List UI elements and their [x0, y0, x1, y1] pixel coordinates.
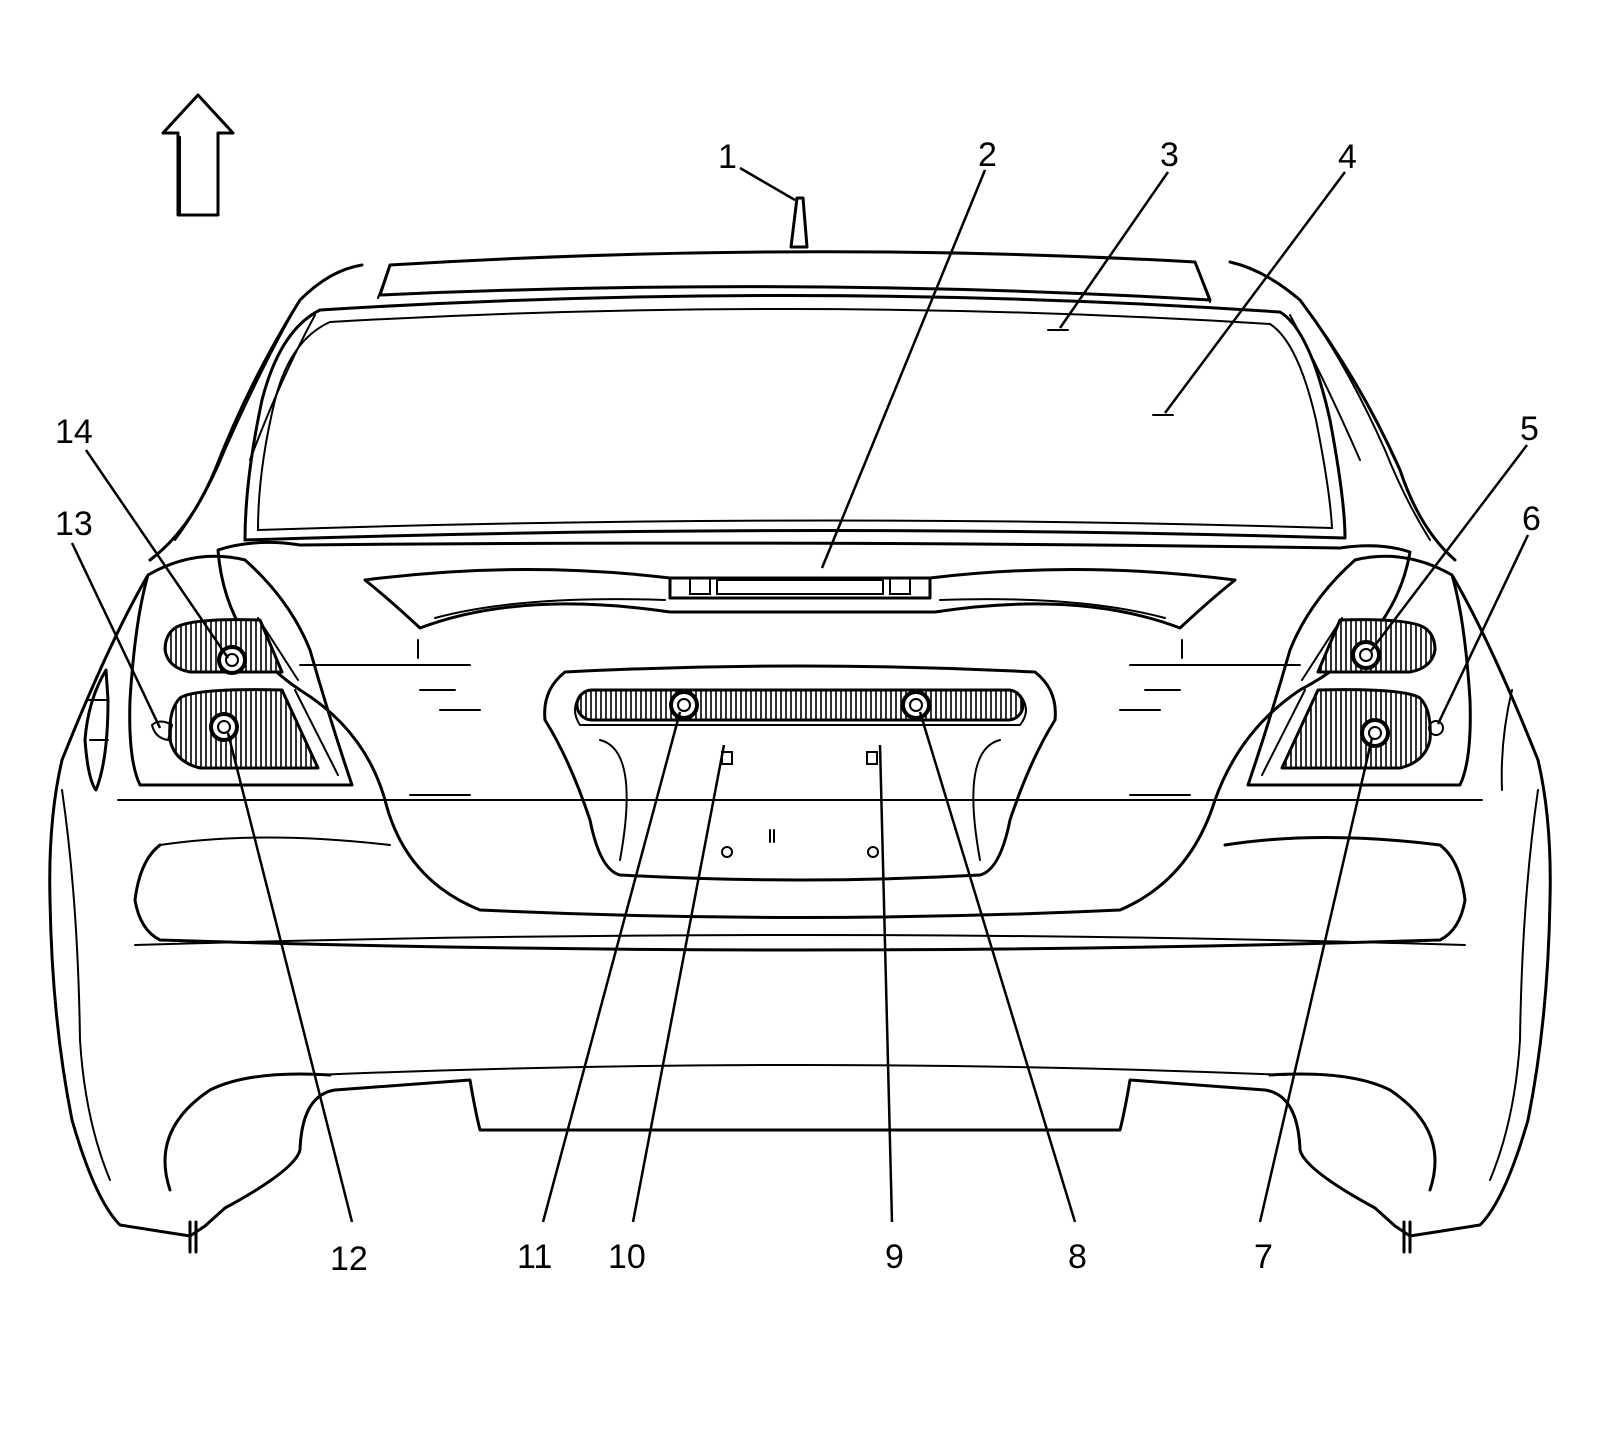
right-side-marker: [1428, 720, 1444, 736]
spoiler-right-inner: [939, 598, 1166, 619]
high-mount-stop-lamp: [668, 576, 932, 600]
leader-8: [918, 711, 1077, 1223]
callout-10: 10: [608, 1238, 646, 1276]
bulb-8-core: [909, 698, 923, 712]
plate-screw-left: [721, 846, 733, 858]
callout-7: 7: [1254, 1238, 1273, 1276]
bulb-11-core: [677, 698, 691, 712]
leader-3: [1058, 171, 1170, 329]
callout-1: 1: [718, 138, 737, 176]
bumper-mid-line: [134, 934, 1466, 946]
left-lower-lens: [168, 688, 320, 770]
spoiler-right-edge: [1194, 261, 1211, 303]
leader-9: [878, 744, 894, 1223]
right-fascia-tab: [1402, 1220, 1412, 1254]
leader-7: [1258, 737, 1374, 1223]
left-fuel-door: [83, 668, 110, 792]
plate-center-mark: [769, 829, 775, 843]
right-fascia-contour: [1489, 789, 1539, 1181]
license-lamp-lens: [575, 688, 1025, 722]
callout-labels: 1 2 3 4 5 6 7 8 9 10 11 12 13 14: [55, 136, 1541, 1278]
rear-window: [243, 293, 1347, 542]
callout-9: 9: [885, 1238, 904, 1276]
right-tail-lamp-assembly: [1246, 554, 1472, 787]
chmsl-lens: [716, 579, 884, 595]
callout-leaders: [70, 166, 1530, 1223]
right-quarter-line: [1500, 689, 1513, 791]
up-arrow-icon: [161, 93, 235, 217]
leader-2: [820, 169, 987, 569]
callout-3: 3: [1160, 136, 1179, 174]
callout-6: 6: [1522, 500, 1541, 538]
bulb-5-core: [1359, 648, 1373, 662]
license-plate-recess: [543, 664, 1057, 882]
right-lamp-housing: [1246, 554, 1472, 787]
right-pillar-inner: [1299, 299, 1431, 541]
callout-12: 12: [330, 1240, 368, 1278]
callout-5: 5: [1520, 410, 1539, 448]
right-lamp-divider: [1261, 617, 1343, 776]
left-lamp-housing: [128, 554, 354, 787]
chmsl-right-clip: [889, 577, 911, 595]
bulb-sockets: [209, 640, 1390, 748]
leader-14: [84, 449, 230, 659]
leader-4: [1163, 171, 1347, 414]
trunk-right-contours: [1119, 664, 1301, 796]
right-lower-lens: [1280, 688, 1432, 770]
leader-5: [1369, 444, 1528, 653]
left-lamp-divider: [257, 617, 339, 776]
left-upper-lens: [163, 618, 284, 674]
leader-12: [226, 732, 354, 1223]
leader-13: [70, 542, 162, 729]
rear-window-inner: [256, 307, 1334, 532]
callout-13: 13: [55, 505, 93, 543]
right-exhaust-cutout: [1268, 1072, 1437, 1192]
left-fascia-contour: [61, 789, 111, 1181]
left-exhaust-cutout: [163, 1072, 332, 1192]
left-fascia-tab: [188, 1220, 198, 1254]
bulb-14-core: [225, 653, 239, 667]
plate-bracket-right: [866, 751, 878, 765]
bumper-upper-recess: [133, 836, 1467, 952]
left-quarter-lines: [87, 699, 109, 741]
callout-4: 4: [1338, 138, 1357, 176]
left-pillar-inner: [174, 299, 301, 541]
antenna: [789, 196, 809, 249]
callout-14: 14: [55, 413, 93, 451]
trunk-spoiler: [363, 568, 1237, 630]
bulb-7-core: [1368, 726, 1382, 740]
spoiler-left-inner: [434, 598, 666, 619]
leader-6: [1436, 534, 1530, 725]
leader-11: [541, 711, 682, 1223]
chmsl-left-clip: [689, 577, 711, 595]
rear-bumper-fascia: [48, 573, 1552, 1238]
callout-2: 2: [978, 136, 997, 174]
recess-inner-edges: [599, 739, 1001, 861]
callout-11: 11: [517, 1238, 552, 1276]
left-pillar-trim: [249, 314, 316, 461]
leader-1: [739, 166, 796, 202]
bumper-lower-line: [314, 1064, 1286, 1076]
bulb-12-core: [217, 720, 231, 734]
plate-screw-right: [867, 846, 879, 858]
callout-8: 8: [1068, 1238, 1087, 1276]
spoiler-left-edge: [377, 264, 391, 299]
bumper-recess-left-top: [159, 836, 391, 846]
leader-10: [631, 744, 726, 1223]
trunk-left-contours: [299, 664, 481, 796]
right-pillar-outer: [1228, 260, 1457, 562]
left-tail-lamp-assembly: [128, 554, 354, 787]
